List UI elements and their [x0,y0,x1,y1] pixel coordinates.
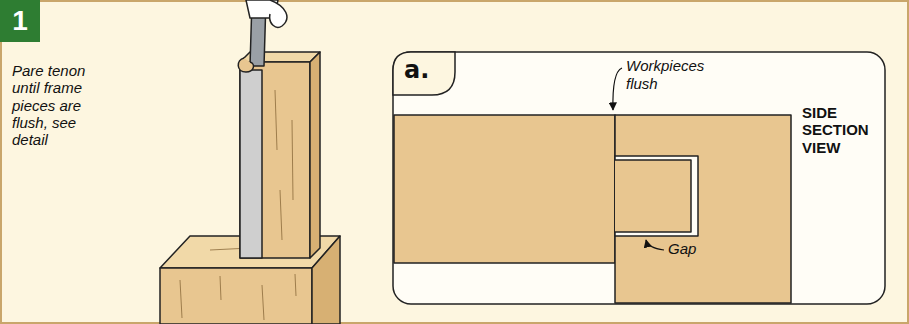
step-number: 1 [12,5,28,37]
detail-tab [393,52,455,95]
leader-line [613,68,622,110]
leader-line [646,240,664,250]
view-title: SIDE SECTION VIEW [802,104,878,156]
instruction-note: Pare tenon until frame pieces are flush,… [12,62,104,148]
rail-tenon [240,52,320,258]
detail-panel [393,52,885,304]
step-number-box: 1 [0,0,40,42]
chisel [238,0,287,72]
callout-label: Gap [668,240,728,258]
detail-letter: a. [404,56,448,85]
callout-label: Workpieces flush [626,57,736,93]
section-view [394,115,791,303]
